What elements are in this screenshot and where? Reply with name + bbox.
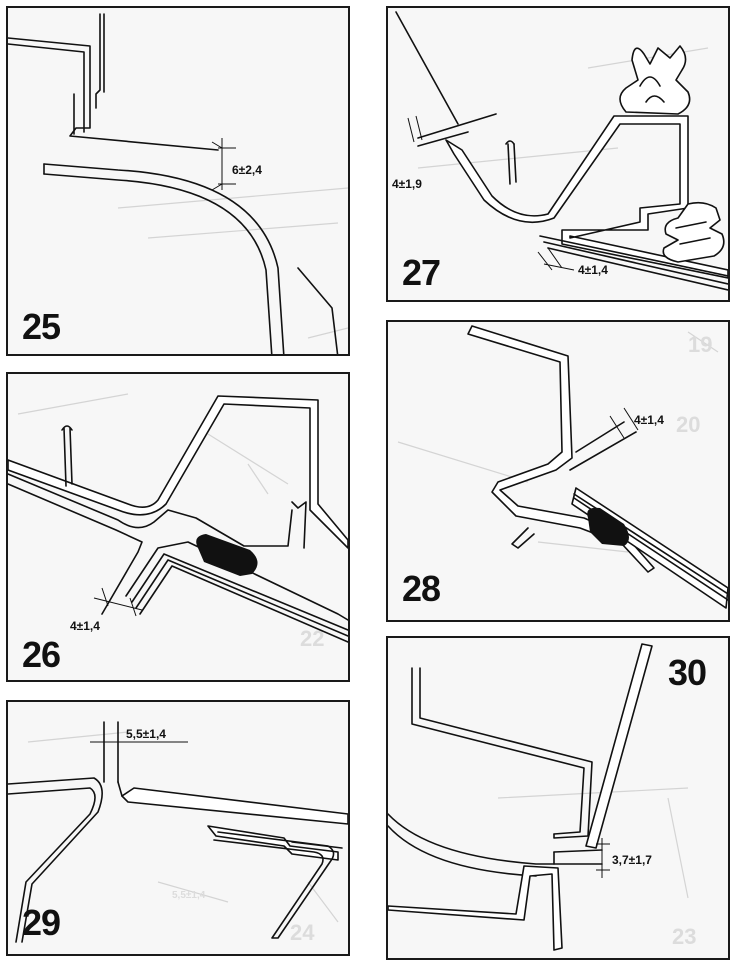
- figure-25-panel: 6±2,4 25: [6, 6, 350, 356]
- figure-29-panel: 24 5,5±1,4 5,5±1,4 29: [6, 700, 350, 956]
- figure-25-dimension: 6±2,4: [232, 163, 262, 177]
- figure-26-panel: 22 4±1,4 26: [6, 372, 350, 682]
- figure-27-drawing: 4±1,9 4±1,4: [392, 11, 728, 291]
- figure-26-number: 26: [22, 634, 61, 675]
- svg-text:23: 23: [672, 924, 696, 949]
- svg-text:24: 24: [290, 920, 315, 945]
- figure-26-drawing: 22 4±1,4: [8, 393, 348, 651]
- figure-30-panel: 23 3,7±1,7 30: [386, 636, 730, 960]
- figure-30-dimension: 3,7±1,7: [612, 853, 652, 867]
- svg-text:19: 19: [688, 332, 712, 357]
- figure-26-dimension: 4±1,4: [70, 619, 100, 633]
- figure-25-number: 25: [22, 306, 61, 347]
- svg-text:5,5±1,4: 5,5±1,4: [172, 890, 206, 901]
- svg-text:20: 20: [676, 412, 700, 437]
- figure-28-panel: 20 19 4±1,4 28: [386, 320, 730, 622]
- figure-28-dimension: 4±1,4: [634, 413, 664, 427]
- figure-30-drawing: 23 3,7±1,7: [388, 643, 696, 951]
- figure-25-drawing: 6±2,4: [8, 13, 348, 354]
- figure-27-number: 27: [402, 252, 441, 293]
- figure-28-drawing: 20 19 4±1,4: [397, 325, 728, 609]
- figure-27-dimension-bottom: 4±1,4: [578, 263, 608, 277]
- figure-29-number: 29: [22, 902, 61, 943]
- figure-29-dimension: 5,5±1,4: [126, 727, 166, 741]
- figure-27-dimension-left: 4±1,9: [392, 177, 422, 191]
- figure-27-panel: 4±1,9 4±1,4 27: [386, 6, 730, 302]
- figure-29-drawing: 24 5,5±1,4 5,5±1,4: [8, 721, 348, 945]
- figure-30-number: 30: [668, 652, 707, 693]
- figure-28-number: 28: [402, 568, 441, 609]
